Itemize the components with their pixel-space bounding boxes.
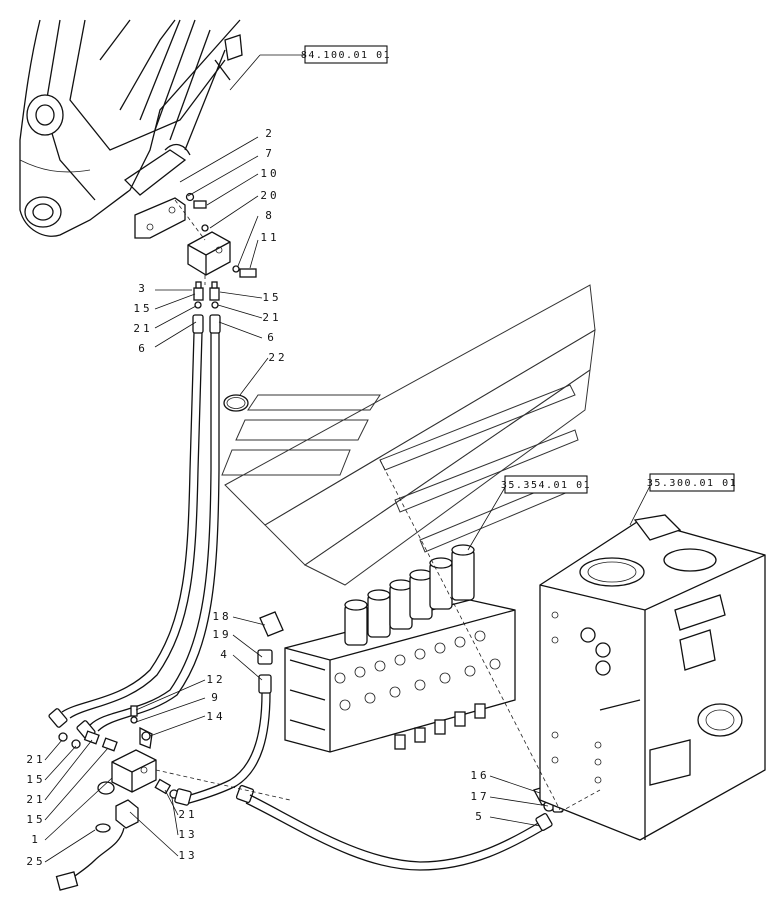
fitting-13-tee [154, 778, 179, 799]
oring-21-left [194, 301, 202, 309]
elbow-14 [139, 726, 153, 749]
valve-spools [344, 544, 475, 646]
sensor-13 [55, 799, 139, 891]
hose-4 [174, 611, 284, 806]
callout-number: 25 [26, 855, 45, 868]
callout-number: 15 [26, 813, 45, 826]
callout-number: 13 [178, 849, 197, 862]
reference-box-valve[interactable]: 35.354.01 01 [501, 475, 591, 494]
connection-lines [155, 199, 601, 813]
valve-block-3 [187, 231, 231, 276]
callout-number: 21 [262, 311, 281, 324]
bolt-10 [185, 192, 207, 209]
callout-number: 21 [26, 793, 45, 806]
reference-text: 35.300.01 01 [647, 478, 737, 489]
hose-5 [235, 784, 553, 871]
callout-number: 22 [268, 351, 287, 364]
callout-number: 15 [133, 302, 152, 315]
callout-number: 5 [475, 810, 485, 823]
callout-number: 17 [470, 790, 489, 803]
control-valve [284, 544, 516, 753]
callout-number: 8 [265, 209, 275, 222]
callout-number: 18 [212, 610, 231, 623]
callout-number: 15 [26, 773, 45, 786]
callout-labels: 2 7 10 20 8 11 3 15 15 21 21 6 6 22 18 1… [26, 127, 489, 868]
callout-number: 21 [26, 753, 45, 766]
valve-lower-fittings [394, 703, 486, 750]
fitting-15-right [209, 281, 220, 301]
callout-number: 4 [220, 648, 230, 661]
screw-12 [130, 705, 138, 724]
callout-number: 19 [212, 628, 231, 641]
valve-ports [334, 630, 501, 711]
callout-number: 16 [470, 769, 489, 782]
callout-number: 7 [265, 147, 275, 160]
hose-end-fittings-lower [48, 708, 118, 752]
reference-text: 84.100.01 01 [301, 50, 391, 61]
oring-21-right [211, 301, 219, 309]
callout-number: 21 [178, 808, 197, 821]
callout-number: 10 [260, 167, 279, 180]
callout-number: 11 [260, 231, 279, 244]
reference-text: 35.354.01 01 [501, 480, 591, 491]
loader-boom [19, 19, 243, 237]
callout-number: 6 [138, 342, 148, 355]
valve-block-1 [97, 749, 157, 795]
bracket-plate [134, 197, 186, 239]
callout-number: 6 [267, 331, 277, 344]
bolt-11 [232, 265, 257, 278]
callout-number: 20 [260, 189, 279, 202]
callout-number: 12 [206, 673, 225, 686]
hydraulic-tank [539, 514, 766, 841]
hose-6-pair [61, 314, 221, 732]
reference-box-boom[interactable]: 84.100.01 01 [301, 45, 391, 64]
callout-number: 3 [138, 282, 148, 295]
washer-20 [201, 224, 209, 232]
leader-lines [44, 54, 653, 863]
fitting-15-left [193, 281, 204, 301]
callout-number: 13 [178, 828, 197, 841]
reference-box-tank[interactable]: 35.300.01 01 [647, 473, 737, 492]
callout-number: 2 [265, 127, 275, 140]
callout-number: 1 [31, 833, 41, 846]
callout-number: 15 [262, 291, 281, 304]
callout-number: 14 [206, 710, 225, 723]
callout-number: 9 [211, 691, 221, 704]
callout-number: 21 [133, 322, 152, 335]
watermark-logo [221, 284, 596, 586]
